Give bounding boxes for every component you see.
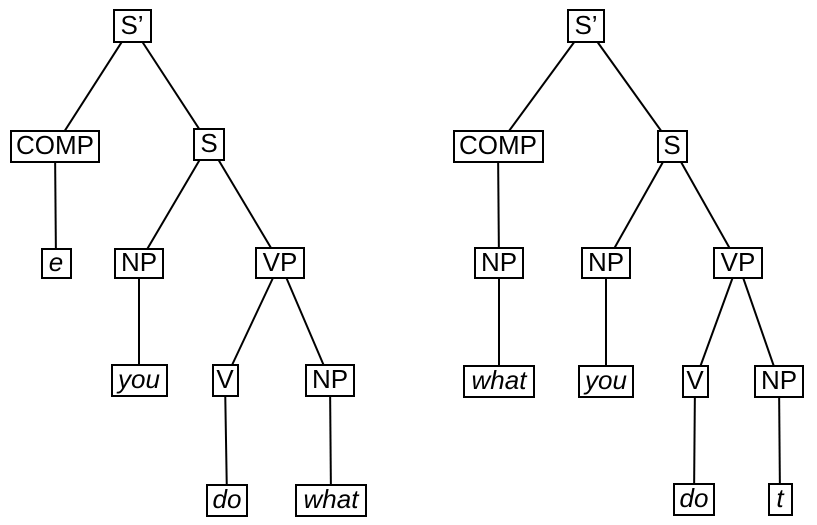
tree-node-right-s: S [656,129,688,163]
tree-edge-left-s-np-subj [138,143,210,264]
tree-node-left-do: do [206,483,248,517]
tree-edge-left-vp-v [224,262,281,381]
tree-edge-right-vp-np-obj [737,262,780,382]
tree-edge-right-s-bar-s [585,25,673,147]
tree-node-right-v: V [681,364,709,398]
tree-node-left-s-bar: S’ [112,9,152,43]
tree-edge-left-comp-e [54,145,57,264]
tree-edge-right-comp-np-comp [497,145,500,264]
tree-edge-right-s-bar-comp [497,25,587,147]
tree-edge-right-vp-v [694,262,739,382]
tree-edge-right-s-np-subj [605,145,673,264]
tree-node-left-e: e [40,247,72,279]
tree-node-left-vp: VP [255,247,305,279]
tree-node-right-s-bar: S’ [567,9,605,43]
tree-node-right-you: you [578,364,634,398]
tree-edge-left-np-obj-what [329,379,332,501]
tree-node-right-np-subj: NP [581,247,631,279]
tree-node-left-what: what [295,483,367,517]
tree-edge-left-s-vp [208,143,281,264]
tree-node-left-s: S [193,127,225,161]
tree-node-left-np-subj: NP [114,247,164,279]
tree-node-left-np-obj: NP [305,363,355,397]
tree-edge-right-np-obj-t [778,380,781,500]
tree-edge-left-v-do [224,379,228,501]
tree-node-right-do: do [673,482,715,516]
tree-node-left-you: you [110,363,168,397]
tree-edge-left-s-bar-comp [54,25,133,147]
tree-node-right-np-obj: NP [754,364,804,398]
tree-edge-left-s-bar-s [131,25,210,145]
tree-node-right-comp: COMP [452,129,544,163]
tree-edge-left-vp-np-obj [279,262,331,381]
tree-edge-right-v-do [693,380,696,500]
tree-node-right-what: what [463,364,535,398]
tree-node-right-t: t [767,482,793,516]
tree-node-right-vp: VP [713,247,763,279]
tree-node-left-comp: COMP [10,129,100,163]
tree-edge-right-s-vp [671,145,739,264]
tree-node-right-np-comp: NP [474,247,524,279]
tree-node-left-v: V [211,363,239,397]
